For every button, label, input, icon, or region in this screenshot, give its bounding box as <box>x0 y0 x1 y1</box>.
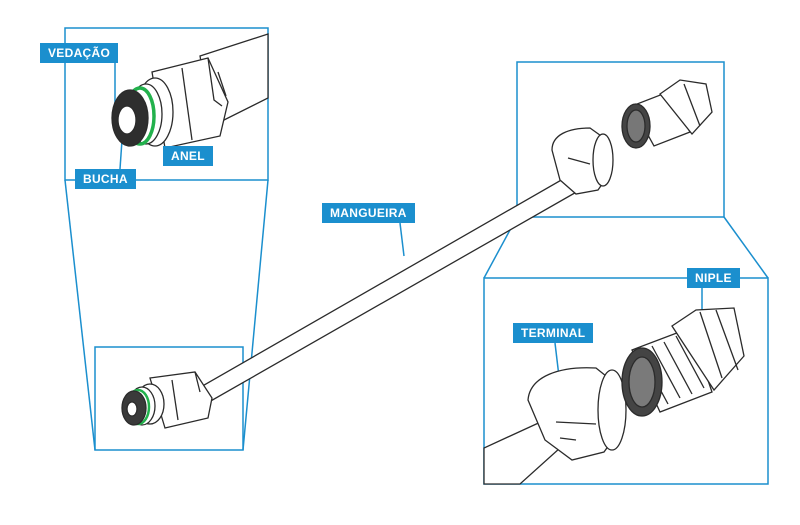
terminal-small <box>551 127 614 195</box>
detail-frame-seal <box>64 27 269 181</box>
callout-frames <box>64 27 769 485</box>
label-vedacao: VEDAÇÃO <box>40 43 119 63</box>
nipple-small <box>621 79 713 149</box>
zoom-line-nipple-right <box>723 216 769 279</box>
label-bucha: BUCHA <box>75 169 136 189</box>
nipple-large <box>621 307 745 417</box>
leader-bucha <box>119 139 123 170</box>
label-anel: ANEL <box>163 146 213 166</box>
leader-mangueira <box>399 222 405 257</box>
label-niple: NIPLE <box>687 268 740 288</box>
zoom-line-seal-right <box>242 179 269 451</box>
detail-frame-nipple <box>483 277 769 485</box>
hose-end-fitting-small <box>121 371 213 429</box>
source-frame-seal <box>94 346 244 451</box>
source-frame-nipple <box>516 61 725 218</box>
terminal-large <box>527 367 627 461</box>
seal-detail-fitting <box>111 33 269 149</box>
zoom-line-seal-left <box>64 179 96 451</box>
label-terminal: TERMINAL <box>513 323 594 343</box>
detail-hose-tail <box>483 419 561 485</box>
label-mangueira: MANGUEIRA <box>322 203 415 223</box>
